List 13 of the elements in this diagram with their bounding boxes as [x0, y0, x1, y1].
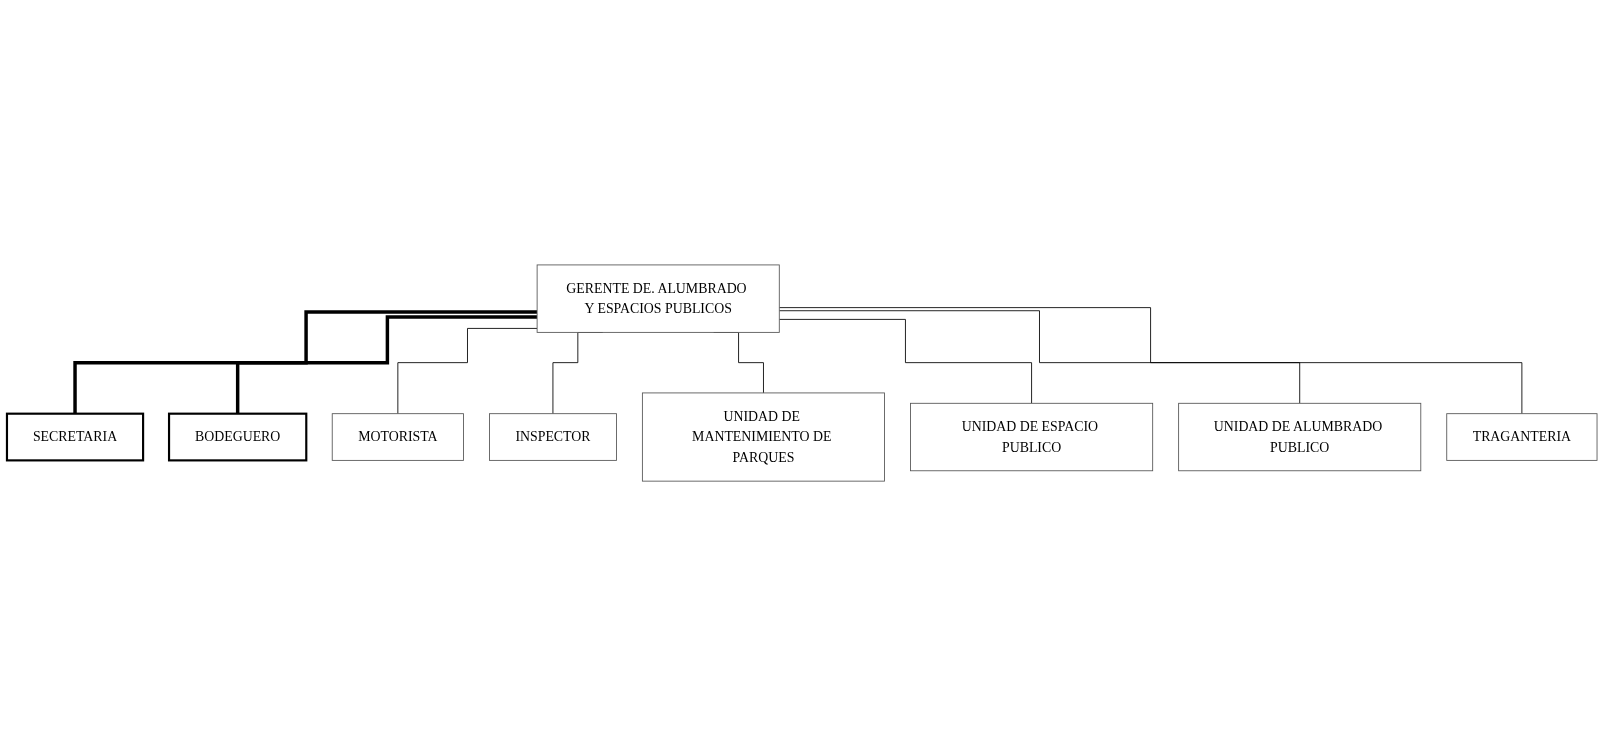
node-box: TRAGANTERIA [1446, 413, 1598, 461]
node-box: MOTORISTA [331, 413, 464, 461]
connector [778, 307, 1523, 415]
node-box: INSPECTOR [489, 413, 617, 461]
connector [397, 327, 538, 415]
connector [778, 318, 1032, 404]
node-box: GERENTE DE. ALUMBRADO Y ESPACIOS PUBLICOS [536, 264, 780, 333]
node-box: BODEGUERO [167, 412, 308, 462]
node-box: SECRETARIA [5, 412, 145, 462]
node-box: UNIDAD DE MANTENIMIENTO DE PARQUES [641, 392, 885, 482]
connector [778, 310, 1301, 404]
node-box: UNIDAD DE ESPACIO PUBLICO [910, 402, 1154, 472]
node-box: UNIDAD DE ALUMBRADO PUBLICO [1178, 402, 1422, 472]
